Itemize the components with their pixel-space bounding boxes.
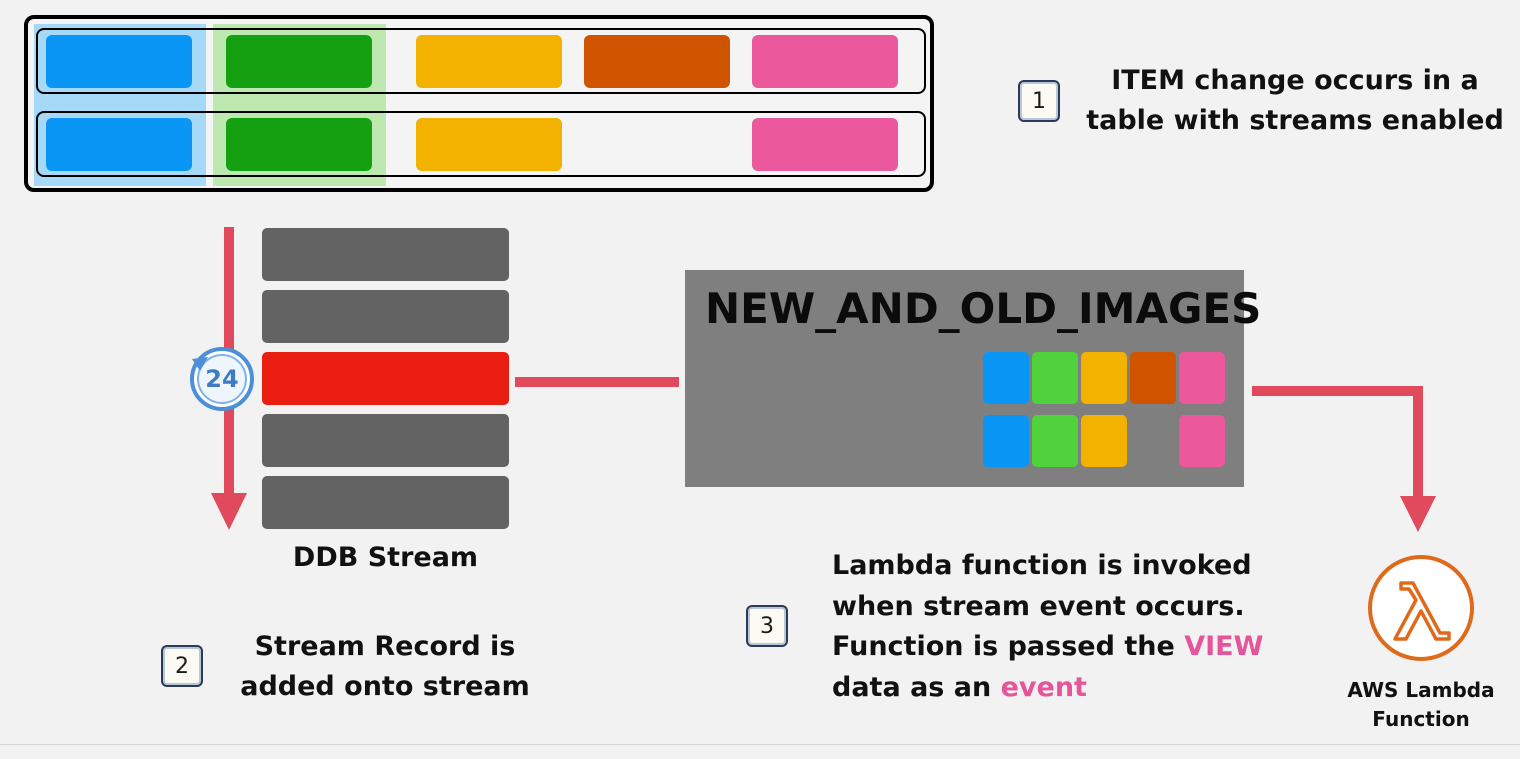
view-image-cell — [983, 415, 1029, 467]
step-2-line-2: added onto stream — [240, 671, 530, 702]
table-item-row-1 — [36, 28, 926, 94]
view-highlight: VIEW — [1184, 631, 1264, 662]
view-image-cell — [1179, 352, 1225, 404]
stream-record — [262, 476, 509, 529]
retention-24h-icon: 24 — [188, 345, 256, 413]
table-cell — [46, 35, 192, 88]
lambda-arrow-horizontal — [1252, 386, 1423, 396]
aws-lambda-icon — [1368, 555, 1474, 661]
step-3-line-3-text: Function is passed the — [832, 631, 1185, 662]
stream-record — [262, 228, 509, 281]
lambda-label-line-1: AWS Lambda — [1347, 678, 1495, 702]
table-cell — [752, 118, 898, 171]
step-1-text: ITEM change occurs in a table with strea… — [1080, 61, 1510, 141]
view-image-cell — [1179, 415, 1225, 467]
table-cell — [46, 118, 192, 171]
table-cell — [584, 35, 730, 88]
step-2-number: 2 — [175, 653, 189, 679]
stream-record — [262, 414, 509, 467]
event-highlight: event — [1000, 671, 1087, 703]
step-1-number: 1 — [1032, 88, 1046, 114]
table-item-row-2 — [36, 111, 926, 177]
step-3-badge: 3 — [746, 605, 788, 647]
clock-refresh-icon — [190, 347, 254, 411]
stream-label: DDB Stream — [292, 542, 479, 573]
step-2-text: Stream Record is added onto stream — [225, 627, 545, 707]
step-3-line-3: Function is passed the VIEW — [832, 627, 1272, 668]
step-3-line-4: data as an event — [832, 668, 1272, 709]
stream-record — [262, 290, 509, 343]
retention-hours: 24 — [205, 365, 239, 393]
view-image-cell — [1130, 352, 1176, 404]
view-type-title: NEW_AND_OLD_IMAGES — [705, 284, 1262, 333]
step-2-line-1: Stream Record is — [254, 631, 516, 662]
view-to-lambda-arrow — [1252, 386, 1436, 532]
step-1-line-2: table with streams enabled — [1086, 105, 1504, 136]
step-3-number: 3 — [760, 613, 774, 639]
step-3-text: Lambda function is invoked when stream e… — [832, 546, 1272, 708]
view-image-cell — [983, 352, 1029, 404]
lambda-label: AWS Lambda Function — [1330, 676, 1512, 734]
view-image-cell — [1081, 415, 1127, 467]
step-3-line-2: when stream event occurs. — [832, 590, 1245, 622]
step-1-badge: 1 — [1018, 80, 1060, 122]
step-3-line-1: Lambda function is invoked — [832, 550, 1252, 581]
lambda-arrow-vertical — [1413, 386, 1423, 498]
table-cell — [752, 35, 898, 88]
view-image-cell — [1032, 352, 1078, 404]
lambda-label-line-2: Function — [1372, 707, 1470, 731]
bottom-divider — [0, 744, 1520, 745]
table-cell — [416, 35, 562, 88]
view-image-cell — [1081, 352, 1127, 404]
view-image-cell — [1032, 415, 1078, 467]
table-cell — [416, 118, 562, 171]
step-1-line-1: ITEM change occurs in a — [1111, 65, 1479, 96]
step-3-line-4-text: data as an — [832, 671, 1001, 703]
stream-to-view-connector — [515, 377, 679, 387]
stream-arrow-head — [211, 493, 247, 530]
lambda-arrow-head — [1400, 496, 1436, 532]
table-cell — [226, 118, 372, 171]
stream-record-new — [262, 352, 509, 405]
step-2-badge: 2 — [161, 645, 203, 687]
table-cell — [226, 35, 372, 88]
